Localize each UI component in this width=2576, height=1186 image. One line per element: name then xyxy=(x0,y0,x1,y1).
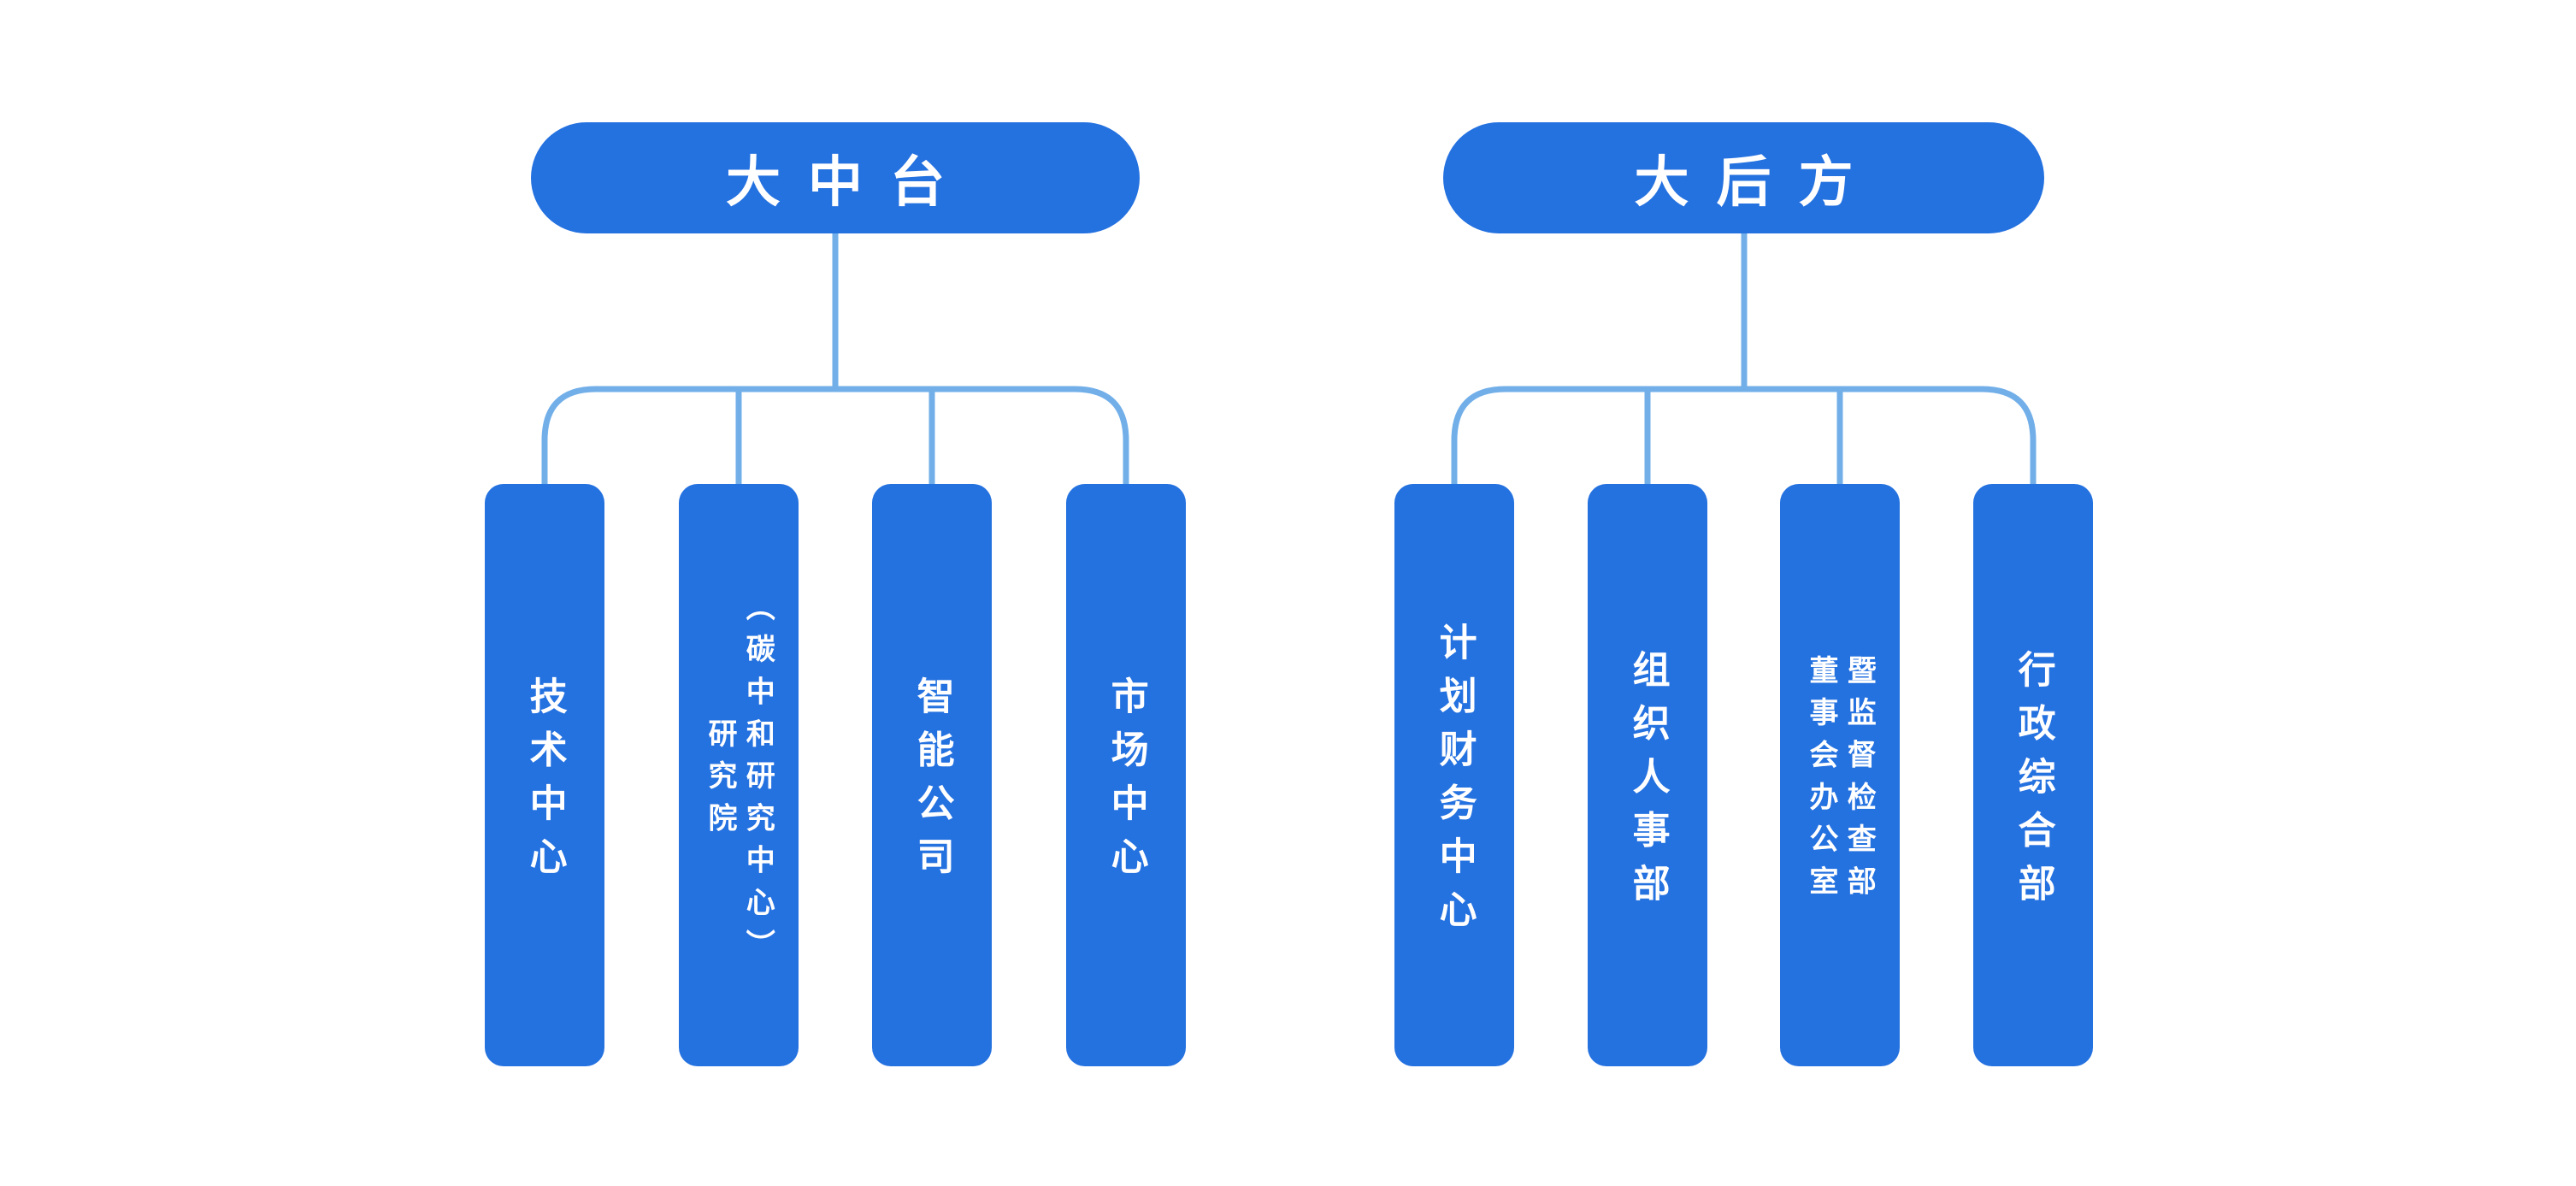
connector-tree-right xyxy=(1451,233,2037,484)
parent-node-da-hou-fang[interactable]: 大后方 xyxy=(1443,122,2044,233)
child-node-label: 市场中心 xyxy=(1105,676,1147,890)
connector-tree-left xyxy=(541,233,1129,484)
parent-node-da-zhong-tai[interactable]: 大中台 xyxy=(531,122,1140,233)
child-node-label: 行政综合部 xyxy=(2012,649,2054,917)
child-node-planning-finance-center[interactable]: 计划财务中心 xyxy=(1394,484,1514,1066)
child-node-administrative-general-dept[interactable]: 行政综合部 xyxy=(1973,484,2093,1066)
child-node-technology-center[interactable]: 技术中心 xyxy=(485,484,604,1066)
child-node-label: 组织人事部 xyxy=(1626,649,1669,917)
child-node-label: 研究院 （碳中和研究中心） xyxy=(704,592,775,971)
child-node-research-institute[interactable]: 研究院 （碳中和研究中心） xyxy=(679,484,799,1066)
child-node-organization-personnel-dept[interactable]: 组织人事部 xyxy=(1588,484,1707,1066)
child-node-intelligent-company[interactable]: 智能公司 xyxy=(872,484,992,1066)
child-node-label: 董事会办公室 暨监督检查部 xyxy=(1805,655,1876,909)
child-node-label: 计划财务中心 xyxy=(1433,623,1476,944)
child-node-market-center[interactable]: 市场中心 xyxy=(1066,484,1186,1066)
parent-node-label: 大中台 xyxy=(726,151,972,213)
child-node-board-office-supervision-dept[interactable]: 董事会办公室 暨监督检查部 xyxy=(1780,484,1900,1066)
child-node-label: 技术中心 xyxy=(523,676,566,890)
child-node-label: 智能公司 xyxy=(911,676,953,890)
parent-node-label: 大后方 xyxy=(1634,151,1881,213)
